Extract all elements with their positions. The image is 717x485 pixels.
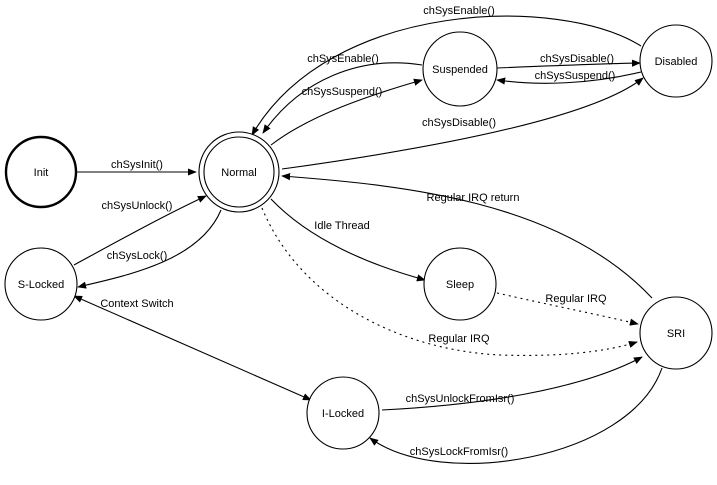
edge-slocked-to-normal (73, 195, 207, 266)
state-suspended[interactable]: Suspended (422, 31, 498, 107)
edge-sleep-to-sri (496, 292, 639, 326)
edge-slocked-ilocked (73, 295, 312, 401)
state-ilocked-label: I-Locked (322, 408, 364, 420)
state-slocked[interactable]: S-Locked (4, 247, 78, 321)
state-suspended-label: Suspended (432, 64, 488, 76)
label-normal-to-slocked: chSysLock() (107, 250, 168, 262)
label-disabled-to-normal: chSysEnable() (423, 5, 495, 17)
label-init-to-normal: chSysInit() (111, 159, 163, 171)
state-disabled-label: Disabled (655, 56, 698, 68)
state-disabled[interactable]: Disabled (639, 24, 713, 98)
label-suspended-to-disabled: chSysDisable() (540, 53, 614, 65)
label-normal-to-suspended: chSysSuspend() (302, 86, 383, 98)
edge-normal-to-sleep (270, 198, 426, 282)
state-sri[interactable]: SRI (639, 296, 713, 370)
label-normal-to-sri: Regular IRQ (428, 333, 490, 345)
label-sleep-to-sri: Regular IRQ (545, 293, 607, 305)
state-normal-label: Normal (221, 167, 256, 179)
label-ilocked-to-sri: chSysUnlockFromIsr() (406, 393, 515, 405)
state-sri-label: SRI (667, 328, 685, 340)
edge-normal-to-slocked (77, 209, 222, 289)
edge-suspended-to-normal (262, 62, 423, 134)
state-ilocked[interactable]: I-Locked (306, 376, 380, 450)
label-normal-to-disabled: chSysDisable() (422, 117, 496, 129)
state-init[interactable]: Init (4, 135, 78, 209)
label-sri-to-ilocked: chSysLockFromIsr() (410, 446, 508, 458)
edge-suspended-to-disabled (496, 59, 641, 69)
edge-sri-to-ilocked (369, 367, 663, 464)
state-sleep-label: Sleep (446, 279, 474, 291)
label-slocked-to-normal: chSysUnlock() (102, 200, 173, 212)
label-normal-to-sleep: Idle Thread (314, 220, 369, 232)
edge-disabled-to-normal (251, 15, 642, 136)
transitions: chSysEnable() chSysEnable() chSysSuspend… (73, 5, 663, 464)
edge-ilocked-to-sri (381, 356, 643, 411)
label-disabled-to-suspended: chSysSuspend() (535, 70, 616, 82)
label-slocked-ilocked: Context Switch (100, 298, 173, 310)
edge-disabled-to-suspended (496, 71, 642, 85)
state-init-label: Init (34, 167, 49, 179)
state-sleep[interactable]: Sleep (423, 247, 497, 321)
edge-sri-to-normal (281, 173, 653, 299)
label-suspended-to-normal: chSysEnable() (307, 53, 379, 65)
label-sri-to-normal: Regular IRQ return (427, 192, 520, 204)
state-slocked-label: S-Locked (18, 279, 64, 291)
edge-normal-to-disabled (281, 77, 644, 170)
states: Init Normal S-Locked Suspended Disabled … (4, 24, 713, 450)
state-normal[interactable]: Normal (198, 131, 280, 213)
edge-normal-to-suspended (270, 78, 423, 146)
